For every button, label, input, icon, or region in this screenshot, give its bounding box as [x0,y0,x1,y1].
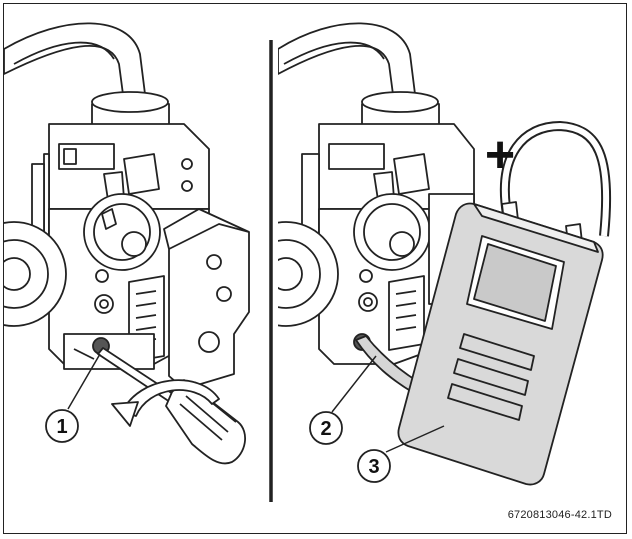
left-panel [4,22,250,465]
plus-sign: + [485,126,515,184]
figure-code: 6720813046-42.1TD [507,509,612,521]
gas-valve-illustration: + 1 2 3 [4,22,612,502]
callout-1: 1 [45,409,79,443]
callout-leaders [67,353,445,453]
svg-text:3: 3 [368,456,379,478]
callout-2: 2 [309,411,343,445]
svg-text:2: 2 [320,418,331,440]
svg-text:1: 1 [56,416,67,438]
right-panel [278,22,612,486]
figure-frame: + 1 2 3 6720813046-42.1TD [3,3,627,534]
callout-3: 3 [357,449,391,483]
